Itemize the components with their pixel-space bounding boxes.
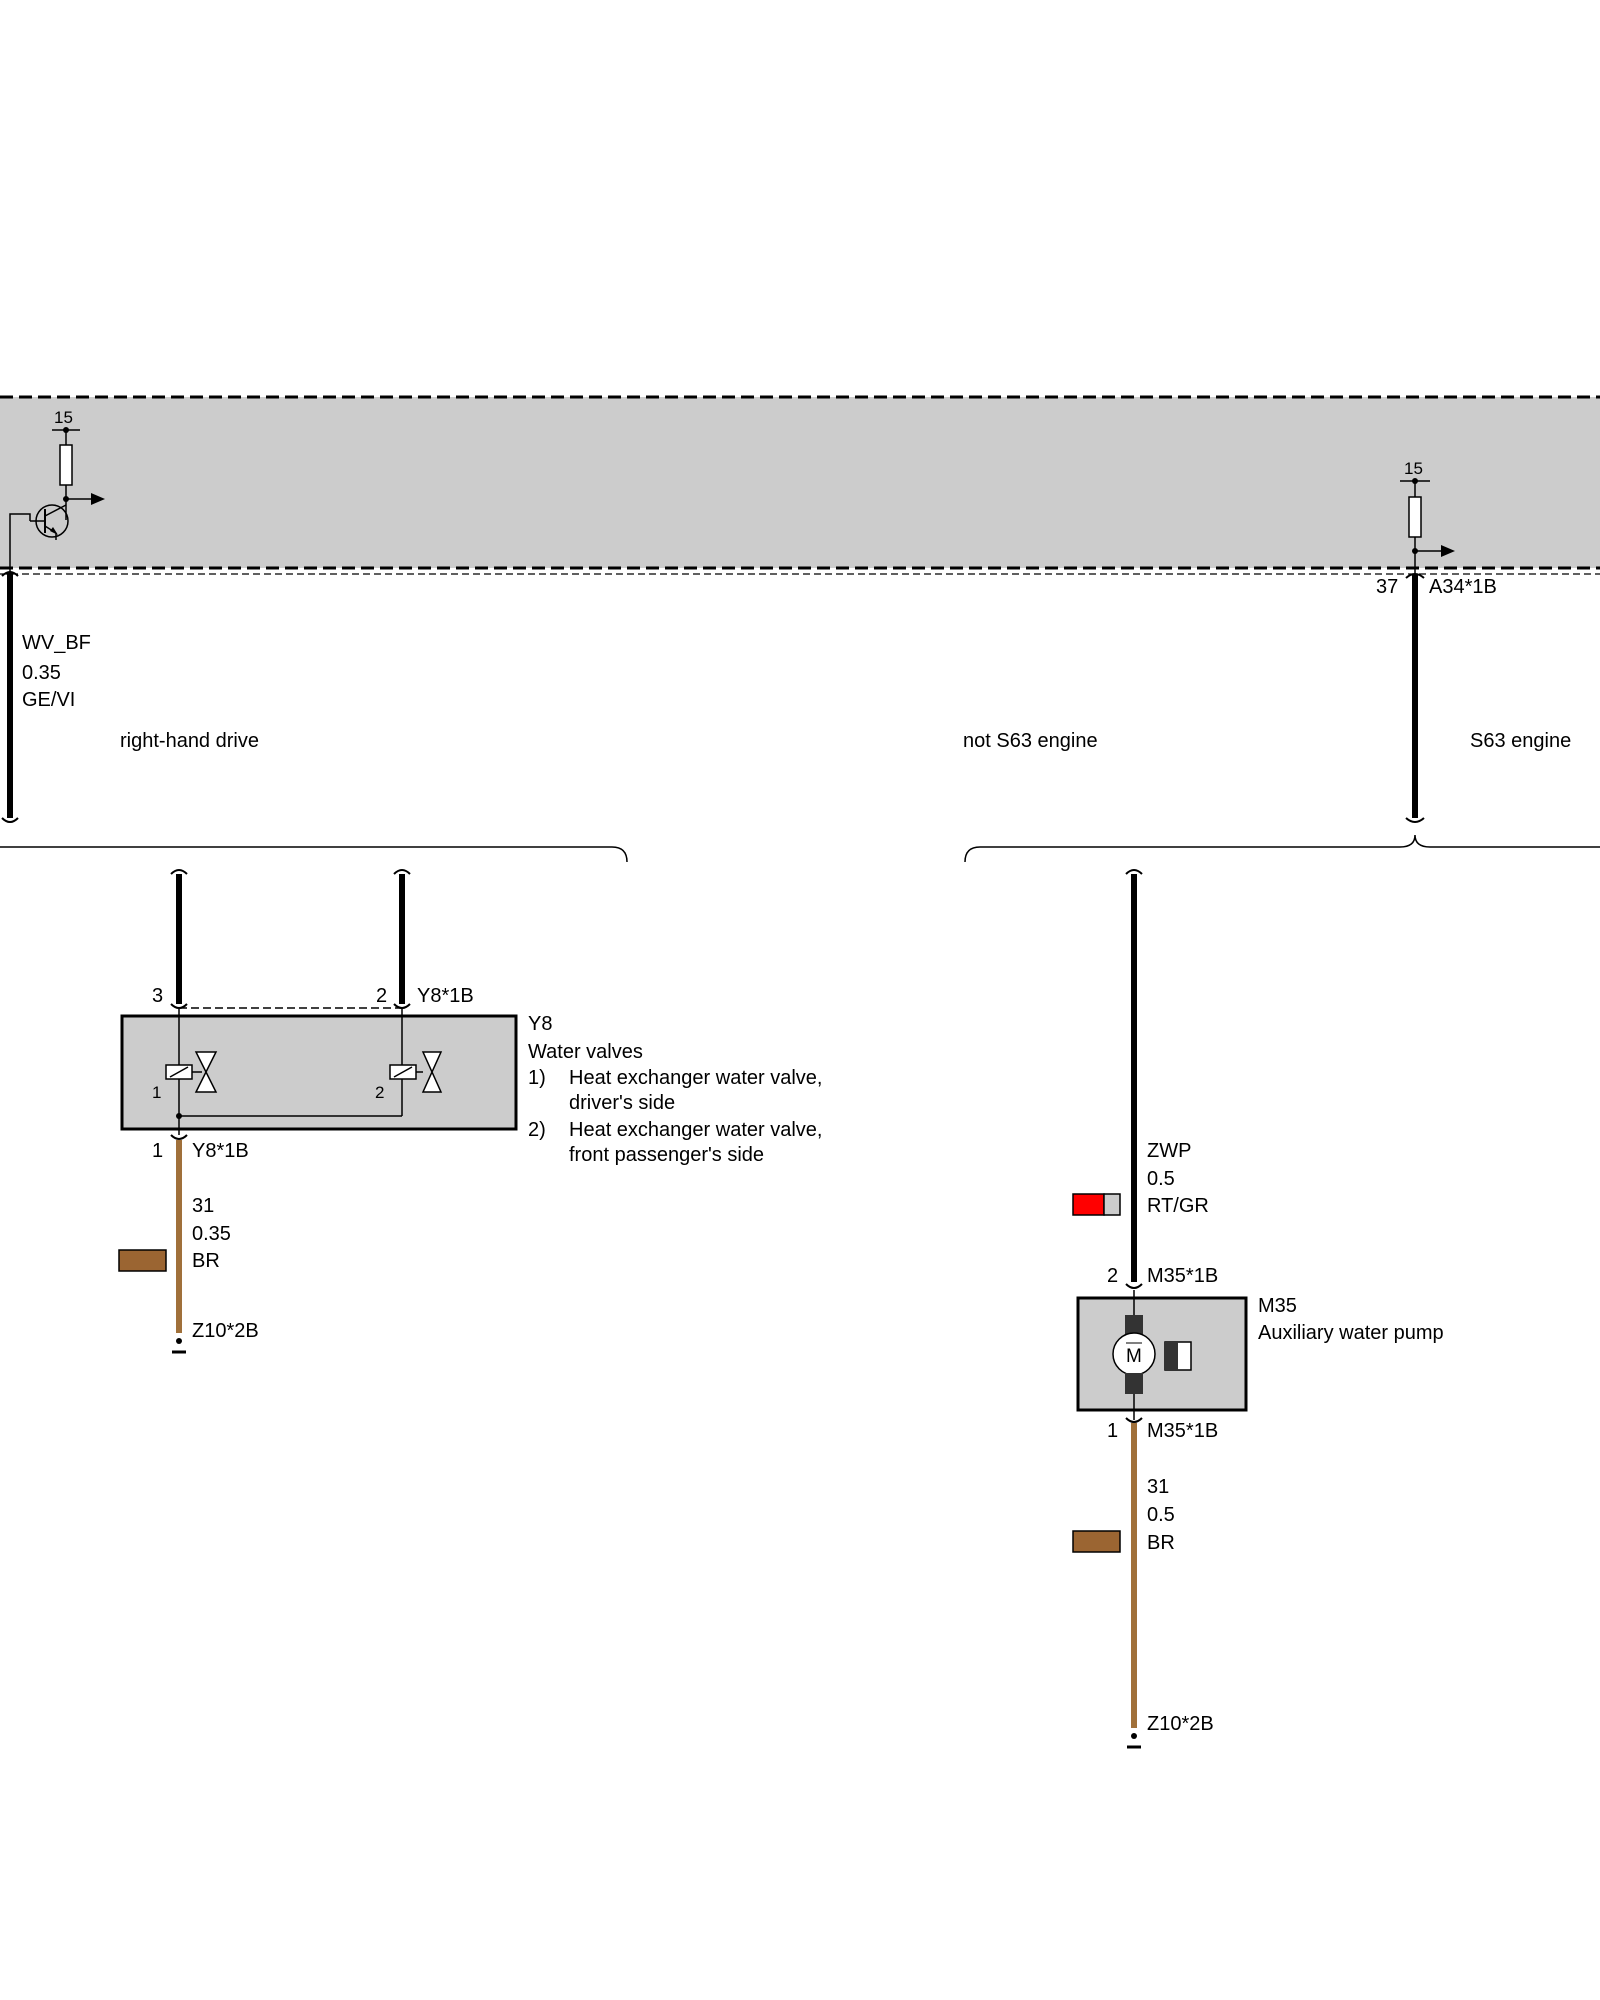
y8-item1-line2: driver's side [569, 1092, 675, 1114]
variant-right-hand-drive: right-hand drive [120, 730, 259, 752]
output-arrow-icon [1415, 545, 1455, 557]
motor-icon: M [1112, 1290, 1192, 1420]
m35-brown-swatch [1072, 1530, 1121, 1553]
y8-pin2: 2 [376, 985, 387, 1007]
resistor-icon [1408, 496, 1422, 538]
m35-body [1076, 1296, 1248, 1412]
supply-15-right: 15 [1404, 459, 1423, 478]
y8-item1-num: 1) [528, 1067, 546, 1089]
variant-s63: S63 engine [1470, 730, 1571, 752]
solenoid-valve-icon [389, 1051, 443, 1093]
m35-pin2: 2 [1107, 1265, 1118, 1287]
left-output-stage: 15 [9, 408, 105, 574]
zwp-red-swatch [1072, 1193, 1105, 1216]
resistor-icon [59, 444, 73, 486]
m35-connector-top: M35*1B [1147, 1265, 1218, 1287]
y8-water-valves: 3 2 Y8*1B 1 2 Y8 Water valves 1) Heat [118, 869, 822, 1354]
y8-ground-size: 0.35 [192, 1223, 231, 1245]
y8-ground-signal: 31 [192, 1195, 214, 1217]
zwp-signal: ZWP [1147, 1140, 1191, 1162]
zwp-wire: ZWP 0.5 RT/GR [1072, 869, 1209, 1289]
pin-37-label: 37 [1376, 576, 1398, 598]
wire-wv-bf: WV_BF 0.35 GE/VI [1, 571, 91, 823]
m35-ground-size: 0.5 [1147, 1504, 1175, 1526]
m35-pin1: 1 [1107, 1420, 1118, 1442]
wire-wv-bf-size: 0.35 [22, 662, 61, 684]
ground-icon [1127, 1733, 1141, 1749]
y8-connector-top: Y8*1B [417, 985, 474, 1007]
wire-a34-pin37: 37 A34*1B [1376, 573, 1497, 823]
m35-name: Auxiliary water pump [1258, 1322, 1444, 1344]
y8-pin3: 3 [152, 985, 163, 1007]
y8-valve2-label: 2 [375, 1083, 384, 1102]
y8-body [120, 1014, 518, 1131]
transistor-icon [30, 504, 69, 540]
y8-pin1: 1 [152, 1140, 163, 1162]
control-unit-body [0, 397, 1600, 568]
wire-wv-bf-color: GE/VI [22, 689, 75, 711]
supply-15-left: 15 [54, 408, 73, 427]
zwp-size: 0.5 [1147, 1168, 1175, 1190]
zwp-color: RT/GR [1147, 1195, 1209, 1217]
y8-item2-num: 2) [528, 1119, 546, 1141]
m35-ground-signal: 31 [1147, 1476, 1169, 1498]
y8-connector-bottom: Y8*1B [192, 1140, 249, 1162]
base-drive-line [9, 513, 31, 574]
y8-item2-line1: Heat exchanger water valve, [569, 1119, 822, 1141]
ground-icon [172, 1338, 186, 1354]
output-arrow-icon [66, 493, 105, 505]
y8-name: Water valves [528, 1041, 643, 1063]
right-output-stage: 15 [1400, 459, 1455, 574]
wire-wv-bf-signal: WV_BF [22, 632, 91, 654]
motor-symbol: M [1126, 1346, 1142, 1367]
m35-connector-bottom: M35*1B [1147, 1420, 1218, 1442]
m35-auxiliary-water-pump: 2 M35*1B M M35 Auxiliary water pump 1 M3… [1072, 1265, 1444, 1749]
brace-left [0, 846, 628, 863]
variant-not-s63: not S63 engine [963, 730, 1098, 752]
m35-id: M35 [1258, 1295, 1297, 1317]
connector-a34: A34*1B [1429, 576, 1497, 598]
zwp-grey-swatch [1103, 1193, 1121, 1216]
y8-valve1-label: 1 [152, 1083, 161, 1102]
y8-ground-label: Z10*2B [192, 1320, 259, 1342]
y8-item2-line2: front passenger's side [569, 1144, 764, 1166]
m35-ground-label: Z10*2B [1147, 1713, 1214, 1735]
brace-right [964, 834, 1600, 863]
y8-brown-swatch [118, 1249, 167, 1272]
control-unit: 15 15 [0, 395, 1600, 575]
solenoid-valve-icon [165, 1051, 218, 1093]
y8-item1-line1: Heat exchanger water valve, [569, 1067, 822, 1089]
y8-ground-color: BR [192, 1250, 220, 1272]
m35-ground-color: BR [1147, 1532, 1175, 1554]
y8-id: Y8 [528, 1013, 552, 1035]
